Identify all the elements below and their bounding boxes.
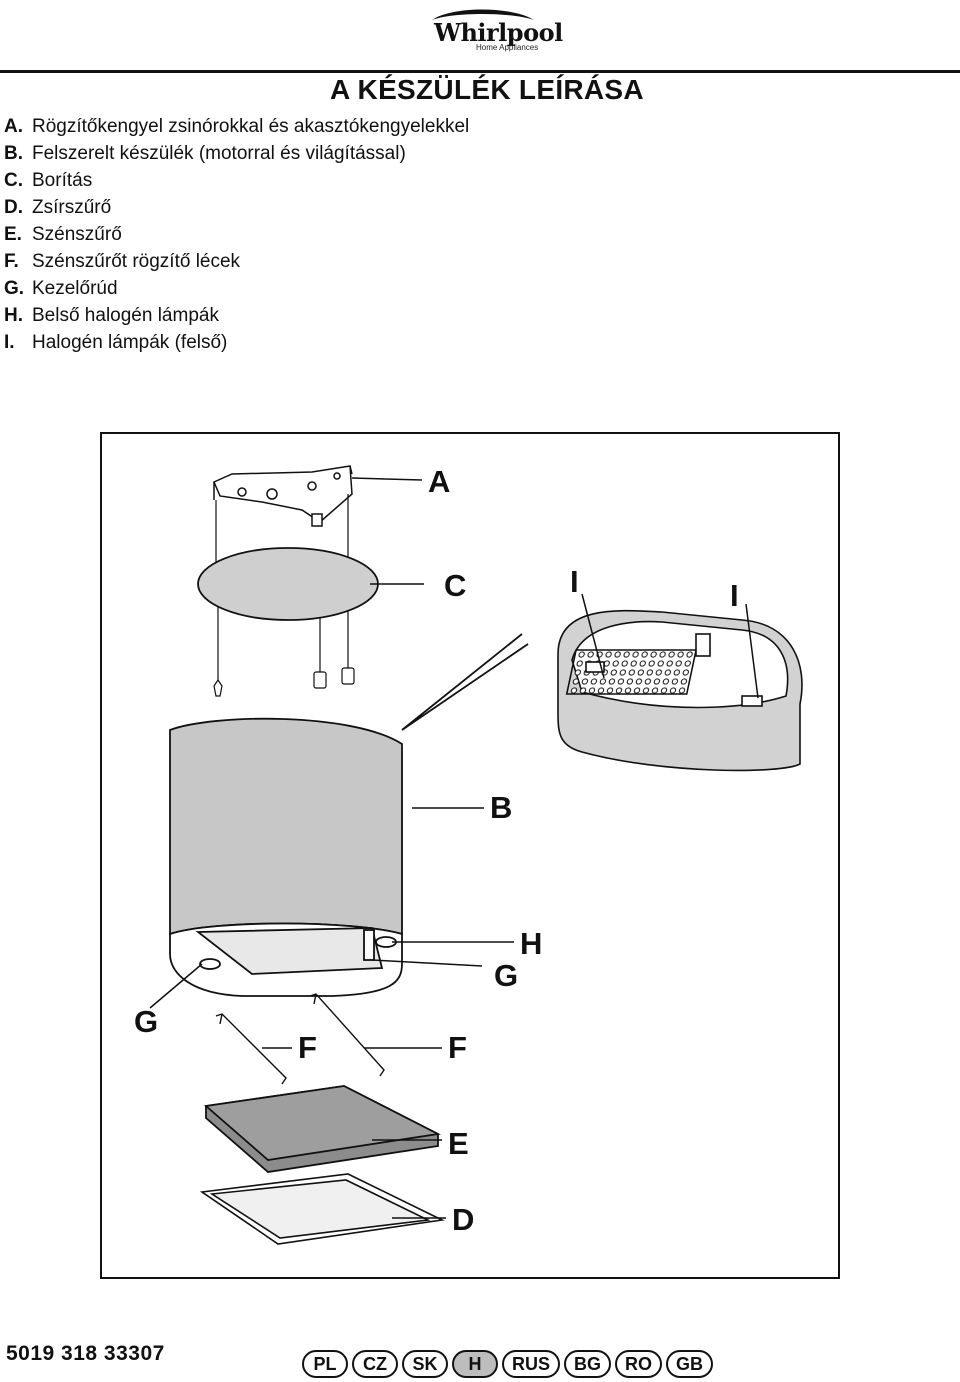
- leader-i2: [745, 603, 759, 699]
- part-text: Borítás: [32, 170, 93, 191]
- part-text: Kezelőrúd: [32, 278, 118, 299]
- part-letter: H.: [4, 305, 23, 326]
- callout-f-right: F: [448, 1030, 467, 1065]
- leader-g2: [371, 959, 483, 967]
- callout-a: A: [428, 464, 451, 499]
- leader-i1: [581, 593, 605, 679]
- part-letter: C.: [4, 170, 23, 191]
- header-rule: [0, 70, 960, 73]
- parts-list-item: G. Kezelőrúd: [4, 275, 469, 302]
- lang-badge-h[interactable]: H: [452, 1350, 498, 1378]
- part-letter: B.: [4, 143, 23, 164]
- parts-list-item: I. Halogén lámpák (felső): [4, 329, 469, 356]
- part-text: Belső halogén lámpák: [32, 305, 219, 326]
- part-text: Rögzítőkengyel zsinórokkal és akasztóken…: [32, 116, 470, 137]
- part-text: Zsírszűrő: [32, 197, 112, 218]
- parts-list-item: E. Szénszűrő: [4, 221, 469, 248]
- part-letter: D.: [4, 197, 23, 218]
- parts-list-item: C. Borítás: [4, 167, 469, 194]
- callout-g-left: G: [134, 1004, 159, 1039]
- diagram-illustration: [149, 465, 803, 1245]
- part-letter: F.: [4, 251, 19, 272]
- lang-badge-cz[interactable]: CZ: [352, 1350, 398, 1378]
- callout-d: D: [452, 1202, 475, 1237]
- part-text: Felszerelt készülék (motorral és világít…: [32, 143, 406, 164]
- grease-filter: [199, 1173, 445, 1245]
- part-letter: I.: [4, 332, 15, 353]
- logo-wordmark: Whirlpool: [434, 18, 563, 47]
- lang-badge-ro[interactable]: RO: [615, 1350, 663, 1378]
- callout-h: H: [520, 926, 543, 961]
- mounting-bracket: [213, 465, 353, 527]
- part-letter: G.: [4, 278, 25, 299]
- page-title: A KÉSZÜLÉK LEÍRÁSA: [330, 74, 644, 105]
- cover-disc: [197, 547, 379, 621]
- lang-badge-rus[interactable]: RUS: [502, 1350, 561, 1378]
- lang-badge-pl[interactable]: PL: [302, 1350, 348, 1378]
- parts-list-item: B. Felszerelt készülék (motorral és világ…: [4, 140, 469, 167]
- parts-list: A. Rögzítőkengyel zsinórokkal és akasztók…: [4, 113, 469, 356]
- language-selector: PL CZ SK H RUS BG RO GB: [302, 1350, 714, 1378]
- part-text: Szénszűrőt rögzítő lécek: [32, 251, 241, 272]
- callout-i-left: I: [570, 564, 579, 599]
- document-number: 5019 318 33307: [6, 1342, 165, 1365]
- callout-i-right: I: [730, 578, 739, 613]
- parts-list-item: F. Szénszűrőt rögzítő lécek: [4, 248, 469, 275]
- lang-badge-bg[interactable]: BG: [564, 1350, 612, 1378]
- carbon-filter: [203, 1085, 441, 1173]
- hood-top-view: [557, 609, 803, 772]
- callout-b: B: [490, 790, 513, 825]
- parts-list-item: D. Zsírszűrő: [4, 194, 469, 221]
- hood-body: [169, 717, 403, 997]
- suspension-cords: [215, 494, 349, 686]
- inset-zoom-lines: [401, 633, 529, 731]
- callout-f-left: F: [298, 1030, 317, 1065]
- cord-hangers: [213, 667, 355, 697]
- filter-slats: [215, 993, 385, 1085]
- exploded-diagram: A C I I B H G G F F E D: [100, 432, 840, 1279]
- part-letter: A.: [4, 116, 23, 137]
- whirlpool-logo: Whirlpool Home Appliances: [412, 4, 563, 56]
- parts-list-item: A. Rögzítőkengyel zsinórokkal és akasztók…: [4, 113, 469, 140]
- callout-g-right: G: [494, 958, 519, 993]
- part-letter: E.: [4, 224, 22, 245]
- leader-a: [351, 477, 423, 481]
- logo-tagline: Home Appliances: [476, 43, 539, 52]
- logo-swoosh-icon: [432, 9, 534, 20]
- leader-g1: [149, 963, 203, 1009]
- parts-list-item: H. Belső halogén lámpák: [4, 302, 469, 329]
- part-text: Szénszűrő: [32, 224, 122, 245]
- part-text: Halogén lámpák (felső): [32, 332, 228, 353]
- callout-e: E: [448, 1126, 469, 1161]
- callout-c: C: [444, 568, 467, 603]
- lang-badge-gb[interactable]: GB: [666, 1350, 714, 1378]
- lang-badge-sk[interactable]: SK: [402, 1350, 448, 1378]
